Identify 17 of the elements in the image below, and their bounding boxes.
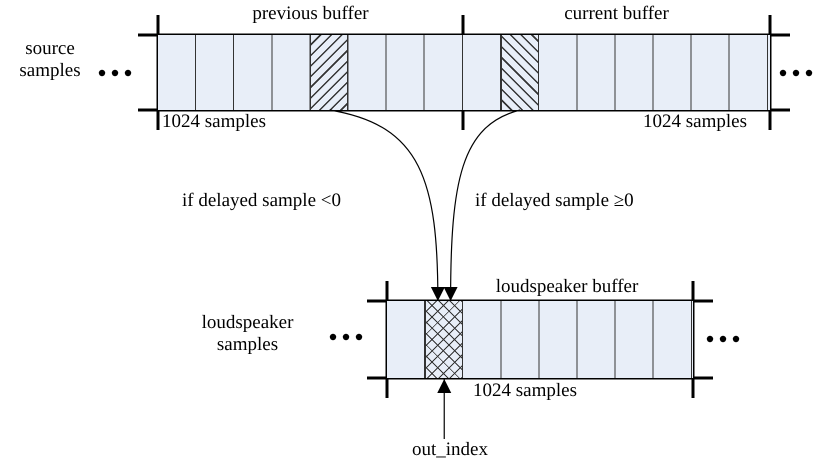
buffer-title: loudspeaker buffer: [494, 276, 640, 298]
crosshatched-cell: [425, 301, 464, 378]
edge-label: if delayed sample <0: [180, 190, 343, 212]
sample-count: 1024 samples: [473, 380, 577, 402]
sample-count: 1024 samples: [162, 111, 266, 133]
hatched-cell: [310, 35, 348, 110]
buffer-title: previous buffer: [251, 3, 370, 25]
arrow: [444, 109, 520, 301]
arrow: [437, 379, 452, 439]
side-label: loudspeaker samples: [200, 312, 294, 356]
buffer-title: current buffer: [563, 3, 670, 25]
side-label: source samples: [18, 38, 82, 82]
arrow: [329, 109, 445, 301]
edge-label: if delayed sample ≥0: [473, 190, 636, 212]
pointer-label: out_index: [412, 439, 488, 461]
hatched-cell: [501, 35, 540, 110]
sample-count: 1024 samples: [643, 111, 747, 133]
